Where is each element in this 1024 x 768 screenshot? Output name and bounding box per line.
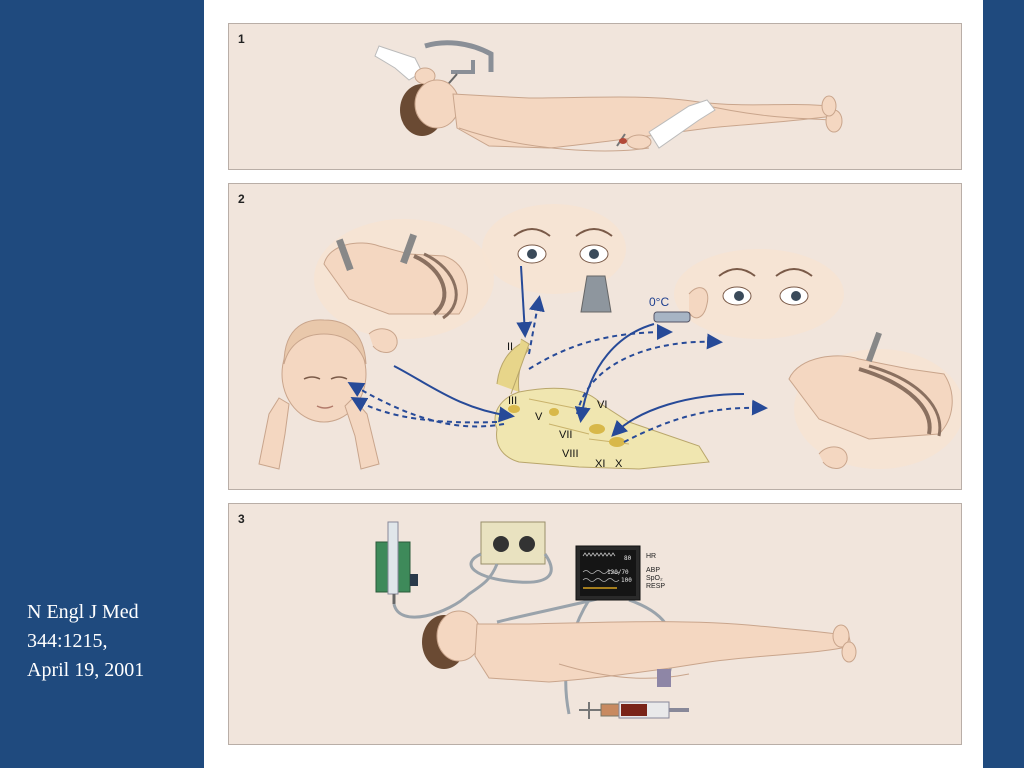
monitor-hr-value: 80	[624, 555, 632, 562]
panel-2-number: 2	[238, 192, 245, 206]
oxygen-flowmeter	[375, 521, 418, 604]
monitor-abp-value: 120/70	[607, 569, 629, 576]
blood-gas-syringe	[579, 701, 689, 719]
panel-1-illustration	[374, 40, 843, 152]
figure-sheet: 1	[204, 0, 983, 768]
citation: N Engl J Med 344:1215, April 19, 2001	[27, 598, 197, 685]
nerve-label-vii: VII	[559, 429, 572, 441]
monitor-label-resp: RESP	[646, 583, 665, 590]
panel-1-number: 1	[238, 32, 245, 46]
brainstem	[494, 338, 710, 470]
nerve-label-v: V	[535, 411, 543, 423]
citation-journal: N Engl J Med	[27, 601, 139, 623]
eyes-pupil-light	[482, 204, 626, 313]
panel-1: 1	[228, 23, 962, 170]
monitor-label-abp: ABP	[646, 567, 660, 574]
examiner-hand-right	[616, 99, 716, 150]
profile-head-corneal	[314, 219, 494, 353]
stimulator-box	[480, 521, 546, 565]
monitor-label-spo2: SpO₂	[646, 575, 663, 582]
nerve-label-iii: III	[508, 395, 517, 407]
nerve-label-ii: II	[507, 341, 513, 353]
profile-head-gag	[788, 331, 961, 469]
panel-2-illustration: 0°C II III V	[258, 204, 961, 470]
front-face-head-turn	[258, 319, 380, 470]
nerve-label-vi: VI	[597, 399, 607, 411]
examiner-hand-left	[374, 45, 436, 85]
nerve-label-viii: VIII	[562, 448, 579, 460]
reflex-pathway-arrows	[347, 265, 768, 443]
nerve-label-x: X	[615, 458, 623, 470]
nerve-label-xi: XI	[595, 458, 605, 470]
monitor-label-hr: HR	[646, 553, 656, 560]
panel-3-number: 3	[238, 512, 245, 526]
panel-3-illustration: 80 120/70 100 HR ABP SpO₂ RESP	[375, 521, 857, 719]
cold-water-temperature: 0°C	[649, 295, 669, 309]
vital-signs-monitor	[575, 545, 641, 601]
panel-2: 2	[228, 183, 962, 490]
panel-3: 3	[228, 503, 962, 745]
patient-body-monitored	[422, 610, 857, 687]
monitor-spo2-value: 100	[621, 577, 632, 584]
eyes-caloric	[653, 249, 844, 339]
citation-volume: 344:1215,	[27, 630, 108, 652]
citation-date: April 19, 2001	[27, 659, 145, 681]
patient-body	[400, 79, 843, 152]
